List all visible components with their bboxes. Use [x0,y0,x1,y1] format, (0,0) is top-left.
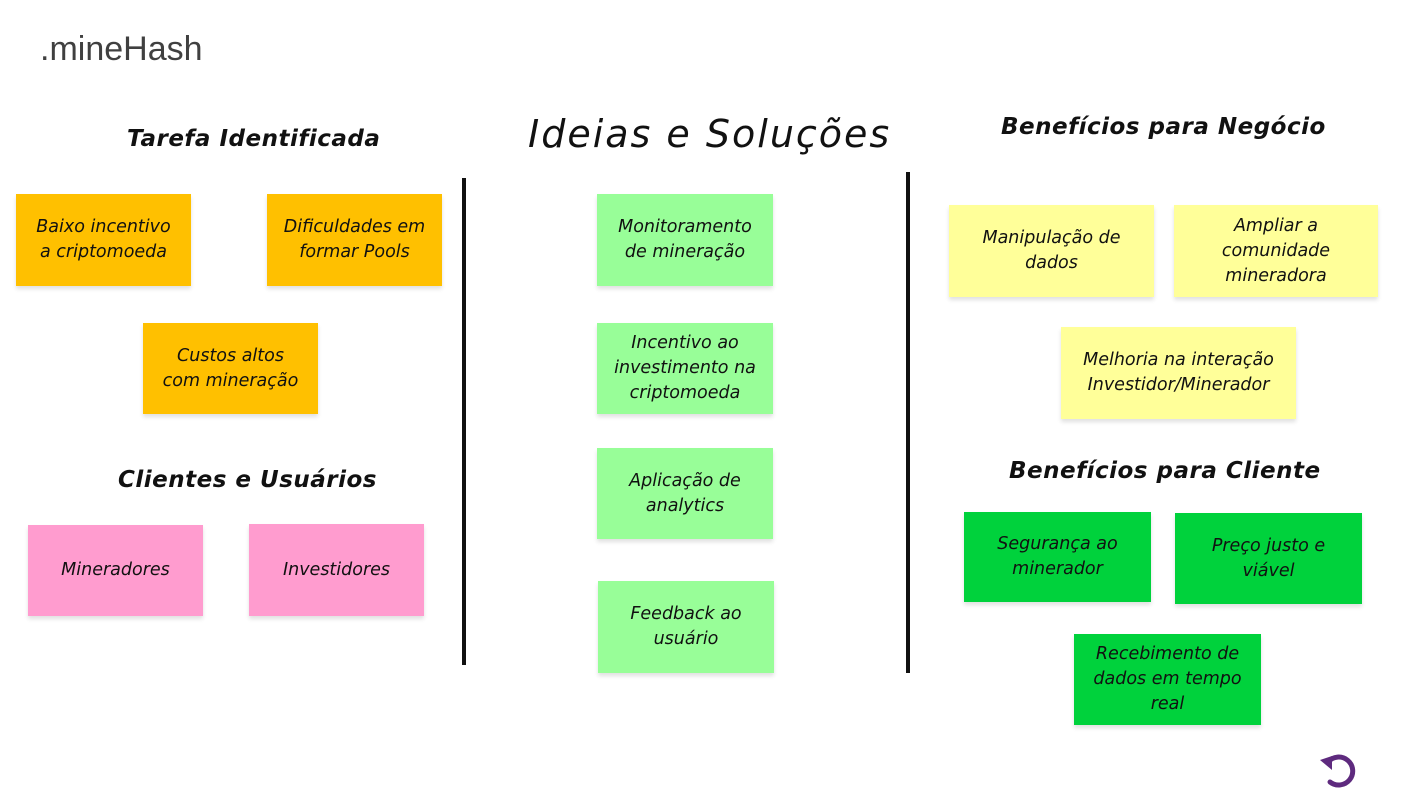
sticky-note-dificuldades-pools[interactable]: Dificuldades em formar Pools [267,194,442,286]
brand-title: .mineHash [40,30,203,68]
sticky-note-monitoramento[interactable]: Monitoramento de mineração [597,194,773,286]
sticky-note-manipulacao-dados[interactable]: Manipulação de dados [949,205,1154,297]
sticky-note-custos-altos[interactable]: Custos altos com mineração [143,323,318,414]
heading-ideias-solucoes: Ideias e Soluções [528,112,892,156]
heading-beneficios-negocio: Benefícios para Negócio [1001,114,1326,140]
sticky-note-melhoria-interacao[interactable]: Melhoria na interação Investidor/Minerad… [1061,327,1296,419]
heading-tarefa-identificada: Tarefa Identificada [127,126,381,152]
sticky-note-seguranca[interactable]: Segurança ao minerador [964,512,1151,602]
right-divider [906,172,910,673]
heading-clientes-usuarios: Clientes e Usuários [118,467,377,493]
left-divider [462,178,466,665]
sticky-note-feedback[interactable]: Feedback ao usuário [598,581,774,673]
sticky-note-mineradores[interactable]: Mineradores [28,525,203,616]
undo-arrow-icon[interactable] [1318,750,1360,790]
sticky-note-baixo-incentivo[interactable]: Baixo incentivo a criptomoeda [16,194,191,286]
sticky-note-analytics[interactable]: Aplicação de analytics [597,448,773,539]
sticky-note-preco-justo[interactable]: Preço justo e viável [1175,513,1362,604]
sticky-note-recebimento-dados[interactable]: Recebimento de dados em tempo real [1074,634,1261,725]
heading-beneficios-cliente: Benefícios para Cliente [1009,458,1321,484]
sticky-note-ampliar-comunidade[interactable]: Ampliar a comunidade mineradora [1174,205,1378,297]
sticky-note-incentivo-investimento[interactable]: Incentivo ao investimento na criptomoeda [597,323,773,414]
sticky-note-investidores[interactable]: Investidores [249,524,424,616]
